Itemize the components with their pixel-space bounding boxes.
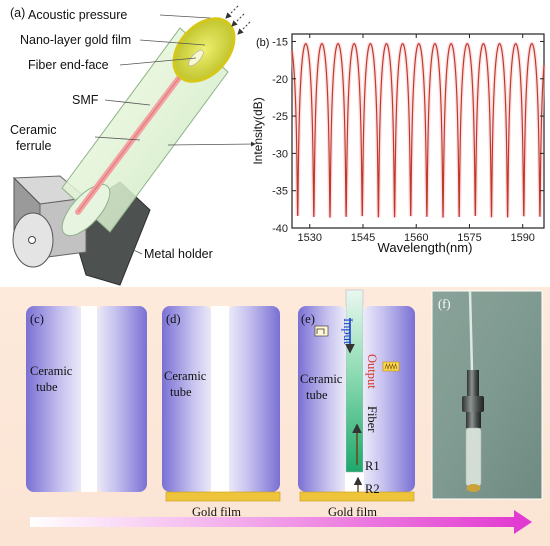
photo-connector-neck xyxy=(466,412,481,428)
y-tick-label: -40 xyxy=(272,223,288,235)
panel-e-tag: (e) xyxy=(301,312,315,326)
panel-d-tube-label-1: Ceramic xyxy=(164,369,207,383)
panel-b: (b) -15 -20 -25 -30 -35 -40 1530 1545 1560 1575 15… xyxy=(251,33,546,255)
bottom-section: (c) Ceramic tube (d) Ceramic tube Gold f… xyxy=(0,287,550,546)
panel-c-tube-right xyxy=(96,306,147,492)
panel-e-gold-label: Gold film xyxy=(328,505,377,519)
panel-f: (f) xyxy=(431,290,543,500)
x-axis-label: Wavelength(nm) xyxy=(378,240,473,255)
plot-layer: -15 -20 -25 -30 -35 -40 1530 1545 1560 1575 1590 xyxy=(272,34,546,244)
process-arrow xyxy=(30,510,532,534)
panel-c-tube-label-2: tube xyxy=(36,380,58,394)
label-acoustic-pressure: Acoustic pressure xyxy=(28,8,127,22)
holder-hole xyxy=(28,236,36,244)
panel-a-leaders xyxy=(94,14,256,255)
acoustic-pressure-arrows xyxy=(225,5,251,35)
panel-e-gold-film xyxy=(299,491,415,502)
label-metal-holder: Metal holder xyxy=(144,247,213,261)
panel-e-tube-right xyxy=(363,306,415,492)
spectrum-line xyxy=(291,43,545,218)
panel-c-tag: (c) xyxy=(30,312,44,326)
x-tick-label: 1560 xyxy=(404,232,428,244)
input-label: Input xyxy=(341,318,355,345)
panel-c-bore xyxy=(81,306,97,492)
panel-c-tube-label-1: Ceramic xyxy=(30,364,73,378)
output-label: Output xyxy=(365,354,379,389)
panel-c-tube-left xyxy=(26,306,82,492)
label-smf: SMF xyxy=(72,93,99,107)
label-fiber-end-face: Fiber end-face xyxy=(28,58,109,72)
y-tick-label: -30 xyxy=(272,148,288,160)
gold-film-cap xyxy=(172,17,236,83)
label-ferrule: ferrule xyxy=(16,139,51,153)
panel-a-tag: (a) xyxy=(10,6,25,20)
photo-frame xyxy=(431,290,543,500)
fiber-label: Fiber xyxy=(365,406,379,433)
x-tick-label: 1575 xyxy=(457,232,481,244)
y-axis-label: Intensity(dB) xyxy=(251,97,265,164)
photo-gold-tip xyxy=(466,484,481,492)
panel-d-tube-label-2: tube xyxy=(170,385,192,399)
ferrule-back-end xyxy=(61,183,111,237)
y-tick-label: -25 xyxy=(272,111,288,123)
x-tick-label: 1590 xyxy=(510,232,534,244)
input-pulse-icon xyxy=(314,325,329,337)
panel-d-tube-left xyxy=(162,306,212,492)
panel-d-bore xyxy=(211,306,229,492)
panel-e-tube-left xyxy=(298,306,346,492)
panel-c: (c) Ceramic tube xyxy=(26,306,147,492)
panel-e-tube-label-2: tube xyxy=(306,388,328,402)
panel-b-tag: (b) xyxy=(256,37,269,49)
y-tick-label: -15 xyxy=(272,36,288,48)
y-tick-label: -20 xyxy=(272,74,288,86)
r2-label: R2 xyxy=(365,482,380,496)
label-gold-film: Nano-layer gold film xyxy=(20,33,131,47)
panel-a: (a) Acousti xyxy=(10,5,256,286)
panel-d-tag: (d) xyxy=(166,312,181,326)
photo-connector-top xyxy=(467,370,479,396)
panel-d-tube-right xyxy=(228,306,280,492)
panel-e: (e) Ceramic tube Input Output Fiber R1 R… xyxy=(298,289,415,519)
panel-d-gold-film xyxy=(165,491,281,502)
photo-fiber xyxy=(468,290,474,373)
label-ceramic: Ceramic xyxy=(10,123,57,137)
photo-connector-body xyxy=(462,396,484,412)
panel-d: (d) Ceramic tube Gold film xyxy=(162,306,281,519)
photo-ferrule xyxy=(465,427,482,487)
output-spectrum-icon xyxy=(382,361,400,372)
r1-label: R1 xyxy=(365,459,380,473)
x-tick-label: 1530 xyxy=(298,232,322,244)
x-tick-label: 1545 xyxy=(351,232,375,244)
y-tick-label: -35 xyxy=(272,186,288,198)
panel-f-tag: (f) xyxy=(438,297,451,311)
panel-e-tube-label-1: Ceramic xyxy=(300,372,343,386)
panel-d-gold-label: Gold film xyxy=(192,505,241,519)
